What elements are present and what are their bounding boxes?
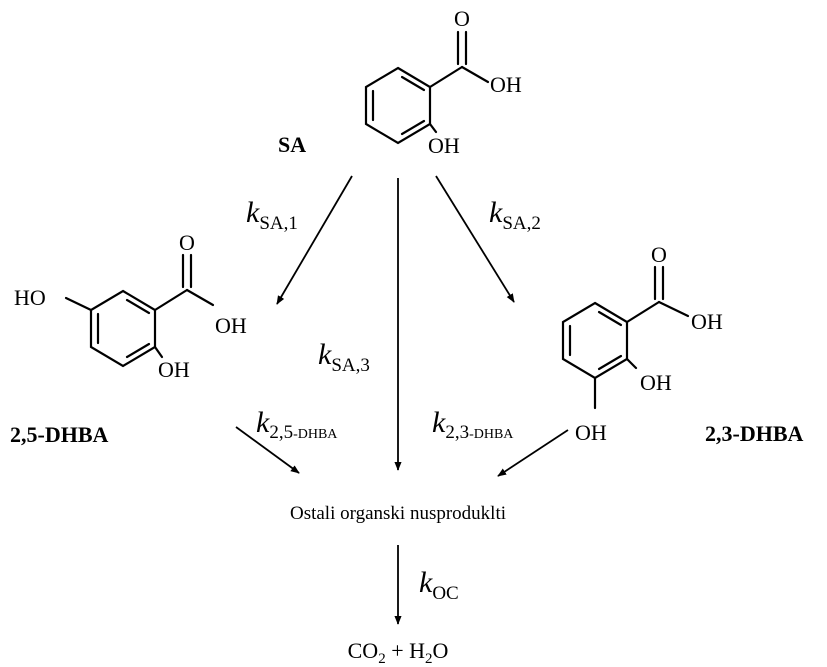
- dhba25-name: 2,5-DHBA: [10, 422, 109, 447]
- sa-carbonyl-o: O: [454, 6, 470, 31]
- final-products-label: CO2 + H2O: [348, 638, 449, 667]
- k-23dhba-label: k2,3-DHBA: [432, 406, 514, 443]
- k-sa1-label: kSA,1: [246, 196, 298, 234]
- k-sa2-label: kSA,2: [489, 196, 541, 234]
- dhba23-name: 2,3-DHBA: [705, 421, 804, 446]
- arrow-23dhba-to-byproducts: [497, 429, 569, 477]
- sa-structure: [364, 30, 490, 145]
- dhba25-acid-oh: OH: [215, 313, 247, 338]
- sa-name: SA: [278, 132, 306, 157]
- byproducts-label: Ostali organski nusproduklti: [290, 503, 506, 524]
- dhba23-carbonyl-o: O: [651, 242, 667, 267]
- sa-acid-oh: OH: [490, 72, 522, 97]
- dhba25-ring-oh-2: OH: [158, 357, 190, 382]
- arrow-sa-to-25dhba: [276, 175, 353, 305]
- arrow-25dhba-to-byproducts: [235, 426, 300, 474]
- dhba23-acid-oh: OH: [691, 309, 723, 334]
- k-25dhba-label: k2,5-DHBA: [256, 406, 338, 443]
- dhba25-carbonyl-o: O: [179, 230, 195, 255]
- k-sa3-label: kSA,3: [318, 338, 370, 376]
- dhba23-ring-oh-3: OH: [575, 420, 607, 445]
- dhba25-ring-oh-5: HO: [14, 285, 46, 310]
- dhba23-structure: [561, 265, 690, 410]
- k-oc-label: kOC: [419, 566, 459, 604]
- dhba25-structure: [64, 253, 215, 368]
- sa-ring-oh: OH: [428, 133, 460, 158]
- arrow-sa-to-23dhba: [435, 175, 515, 303]
- dhba23-ring-oh-2: OH: [640, 370, 672, 395]
